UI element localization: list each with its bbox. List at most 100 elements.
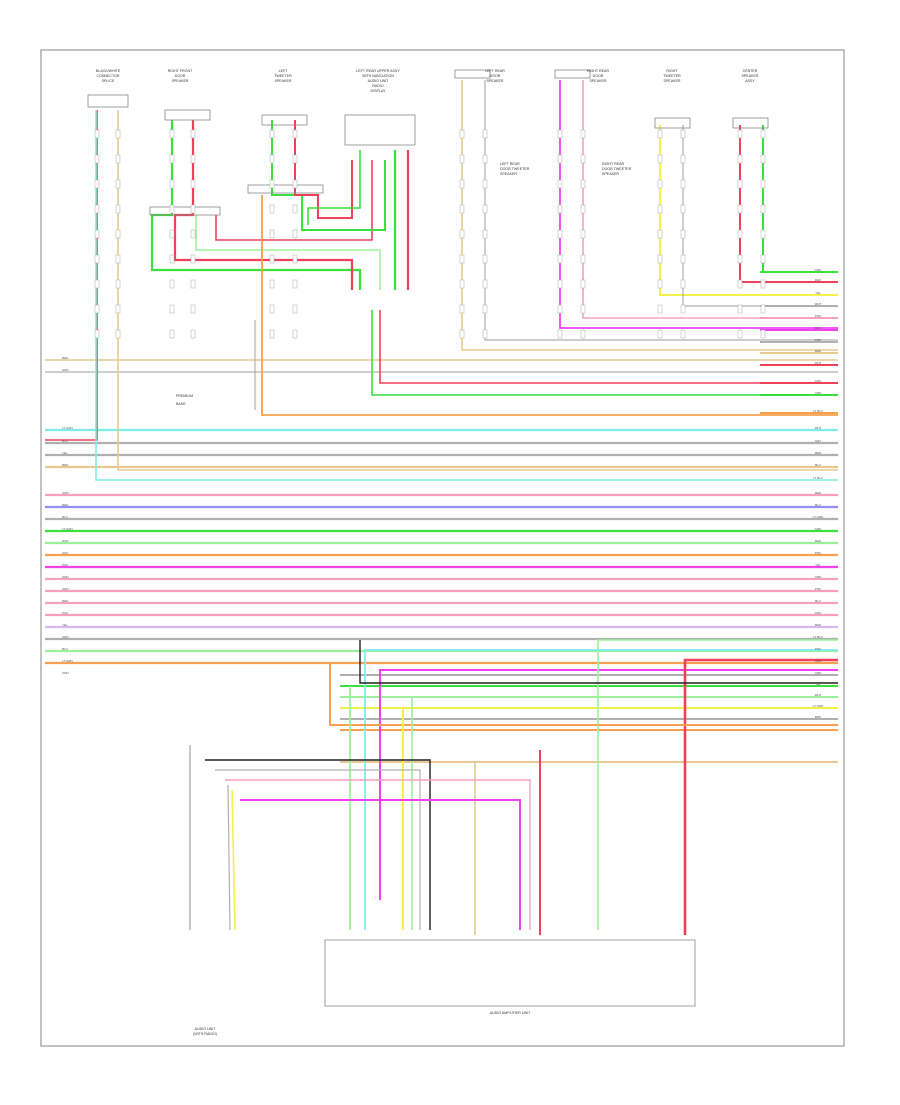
- pin-marker: [169, 279, 175, 289]
- pin-marker: [94, 304, 100, 314]
- component-label: TWEETER: [663, 74, 681, 78]
- wire-label-right: RED: [815, 349, 822, 353]
- pin-marker: [115, 304, 121, 314]
- wire-label-right: WHT: [815, 426, 822, 430]
- pin-marker: [169, 154, 175, 164]
- connector: [732, 117, 769, 129]
- component-label: DOOR: [490, 74, 501, 78]
- pin-marker: [269, 254, 275, 264]
- pin-marker: [737, 154, 743, 164]
- wire-label-right: WHT: [815, 361, 822, 365]
- wire-rrd-1: [559, 80, 838, 329]
- wire-amp-orange: [329, 663, 838, 726]
- pin-marker: [657, 279, 663, 289]
- component-label: LEFT REAR UPPER ASSY: [356, 69, 400, 73]
- connector: [164, 109, 211, 121]
- wire-label-left: RED: [62, 503, 69, 507]
- wire-label-left: LT GRN: [62, 426, 73, 430]
- wire-label-right: GRN: [815, 659, 822, 663]
- pin-marker: [657, 254, 663, 264]
- pin-marker: [580, 154, 586, 164]
- pin-marker: [190, 129, 196, 139]
- pin-marker: [190, 304, 196, 314]
- pin-marker: [680, 304, 686, 314]
- pin-marker: [459, 154, 465, 164]
- wire-label-right: BLU: [815, 599, 821, 603]
- pin-marker: [115, 179, 121, 189]
- pin-marker: [657, 229, 663, 239]
- pin-marker: [269, 229, 275, 239]
- wire-label-right: LT BLU: [813, 409, 823, 413]
- pin-marker: [292, 154, 298, 164]
- pin-marker: [115, 329, 121, 339]
- wire-amp-black: [359, 640, 838, 684]
- pin-marker: [680, 129, 686, 139]
- bottom-component-label: AUDIO UNIT: [195, 1027, 217, 1031]
- pin-marker: [190, 229, 196, 239]
- wire-lru-4: [261, 195, 838, 416]
- pin-marker: [580, 129, 586, 139]
- component-label: WITH NAVIGATION: [362, 74, 394, 78]
- pin-marker: [292, 229, 298, 239]
- pin-marker: [269, 304, 275, 314]
- pin-marker: [760, 254, 766, 264]
- component-label: SPEAKER: [172, 79, 189, 83]
- wire-label-left: PNK: [62, 611, 68, 615]
- wire-label-right: BLU: [815, 503, 821, 507]
- connector: [344, 114, 416, 146]
- bottom-component-label: (WITH RADIO): [193, 1032, 217, 1036]
- pin-marker: [292, 254, 298, 264]
- pin-marker: [680, 204, 686, 214]
- pin-marker: [760, 304, 766, 314]
- component-label: TWEETER: [274, 74, 292, 78]
- component-label: DOOR: [593, 74, 604, 78]
- wire-label-left: BRN: [62, 463, 68, 467]
- pin-marker: [169, 254, 175, 264]
- pin-marker: [657, 304, 663, 314]
- pin-marker: [459, 329, 465, 339]
- wire-label-left: GRY: [62, 551, 68, 555]
- component-label: LEFT: [279, 69, 289, 73]
- component-label: SPEAKER: [590, 79, 607, 83]
- wire-label-right: RED: [815, 623, 822, 627]
- wire-label-left: BLU: [62, 439, 68, 443]
- pin-marker: [657, 204, 663, 214]
- mid-label: DOOR TWEETER: [602, 167, 632, 171]
- pin-marker: [459, 179, 465, 189]
- mid-label: DOOR TWEETER: [500, 167, 530, 171]
- pin-marker: [292, 179, 298, 189]
- pin-marker: [190, 204, 196, 214]
- wire-label-right: BLU: [815, 326, 821, 330]
- pin-marker: [115, 279, 121, 289]
- pin-marker: [292, 204, 298, 214]
- connector: [654, 117, 691, 129]
- pin-marker: [557, 254, 563, 264]
- wire-label-right: YEL: [815, 291, 821, 295]
- pin-marker: [760, 329, 766, 339]
- wire-rfd-2: [173, 120, 354, 290]
- component-label: CONNECTOR: [96, 74, 119, 78]
- pin-marker: [115, 154, 121, 164]
- wire-label-left: WHT: [62, 539, 69, 543]
- pin-marker: [580, 254, 586, 264]
- wire-amp-magenta: [379, 669, 838, 900]
- legend-label: BASE: [176, 402, 186, 406]
- wire-label-right: PNK: [815, 551, 821, 555]
- pin-marker: [292, 304, 298, 314]
- wire-label-left: LT GRN: [62, 527, 73, 531]
- pin-marker: [580, 229, 586, 239]
- pin-marker: [269, 129, 275, 139]
- component-label: ASSY: [745, 79, 755, 83]
- wire-au-7: [225, 779, 531, 930]
- connector: [87, 94, 129, 108]
- component-label: CENTER: [743, 69, 758, 73]
- pin-marker: [557, 229, 563, 239]
- pin-marker: [580, 204, 586, 214]
- pin-marker: [190, 279, 196, 289]
- wire-amp-ltgreen: [597, 639, 838, 930]
- component-label: RADIO: [372, 84, 384, 88]
- pin-marker: [557, 204, 563, 214]
- pin-marker: [190, 329, 196, 339]
- pin-marker: [680, 254, 686, 264]
- component-label: DISPLAY: [371, 89, 387, 93]
